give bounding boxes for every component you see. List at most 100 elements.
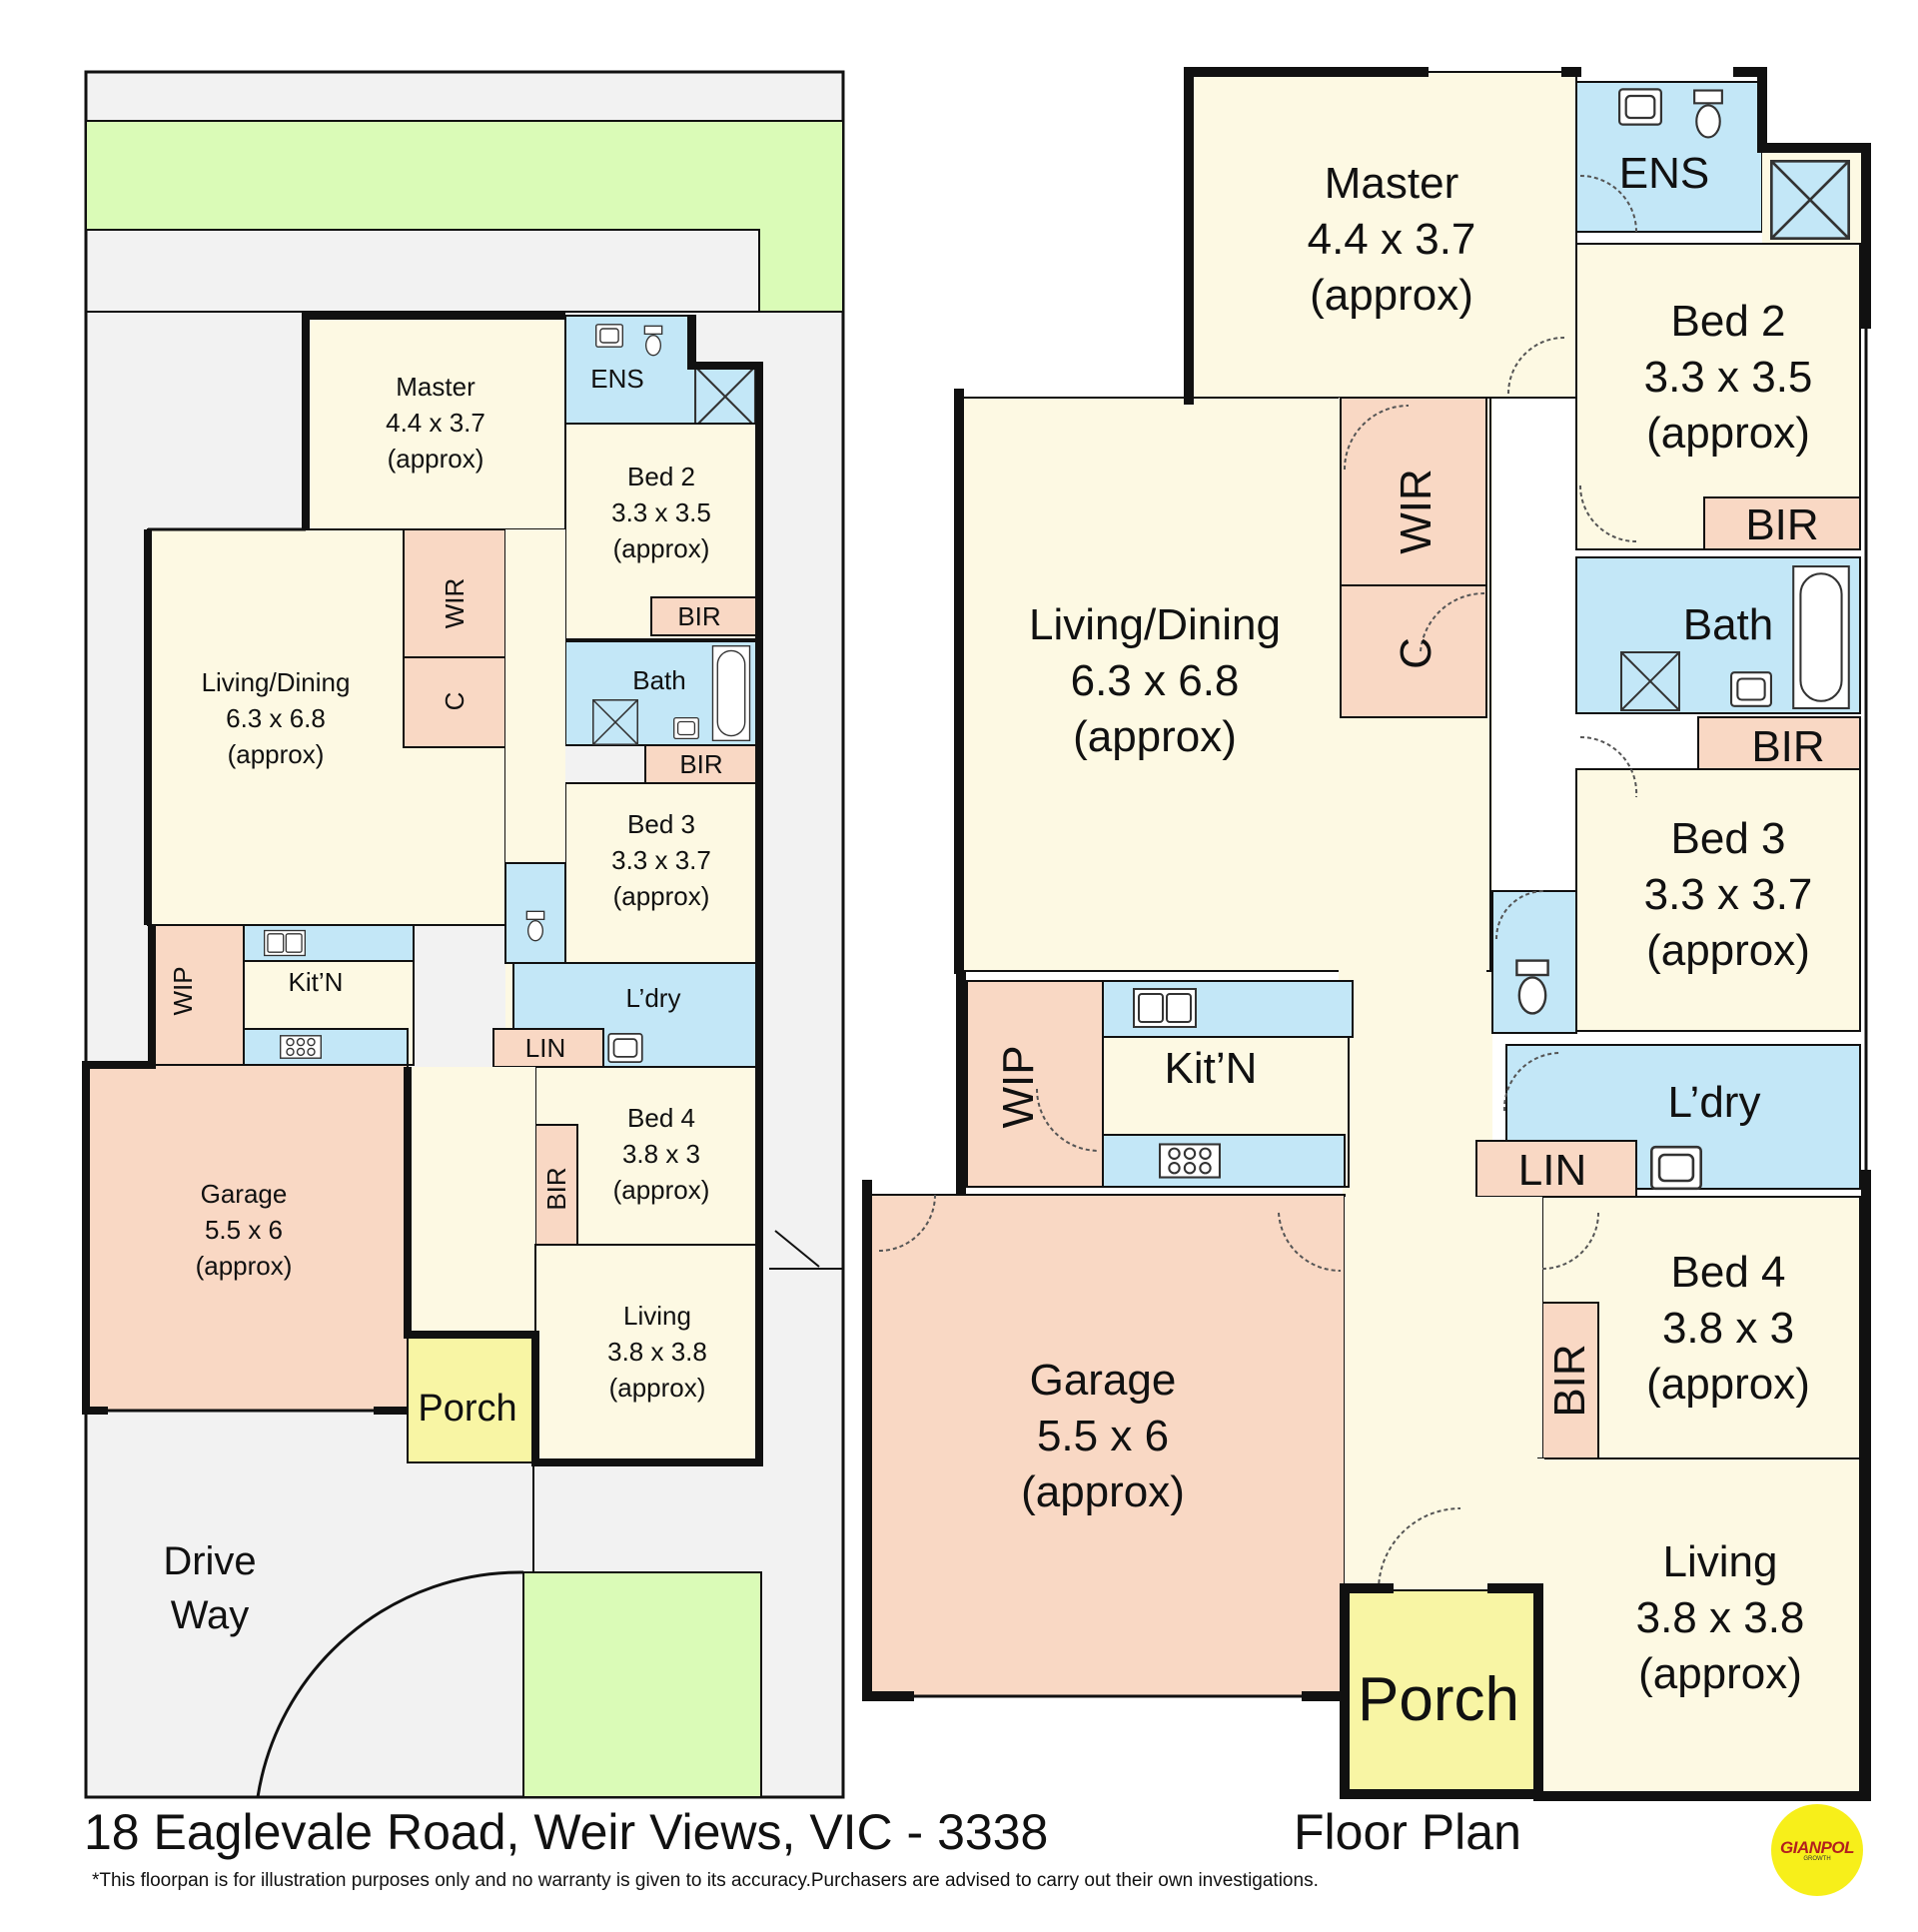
small-living-label: Living 3.8 x 3.8 (approx): [607, 1301, 707, 1403]
svg-text:3.8 x 3: 3.8 x 3: [1662, 1304, 1794, 1353]
closet-label: C: [1392, 637, 1440, 669]
svg-text:Bed 2: Bed 2: [1671, 297, 1786, 346]
small-wip-label: WIP: [168, 966, 198, 1015]
linen-label: LIN: [1518, 1146, 1586, 1195]
logo-name: GIANPOL: [1780, 1838, 1854, 1857]
svg-text:(approx): (approx): [613, 881, 710, 911]
small-bir-label-2: BIR: [679, 749, 722, 779]
svg-text:(approx): (approx): [613, 1175, 710, 1205]
svg-text:3.3 x 3.7: 3.3 x 3.7: [611, 845, 711, 875]
bath-label: Bath: [1683, 600, 1774, 649]
svg-text:Master: Master: [1325, 159, 1458, 208]
living-room: [1537, 1457, 1861, 1795]
master-room: [1188, 71, 1577, 399]
porch-label: Porch: [1358, 1665, 1519, 1734]
wip-room: [966, 980, 1104, 1188]
svg-text:Living/Dining: Living/Dining: [1029, 600, 1281, 649]
small-ens-label: ENS: [590, 364, 643, 394]
svg-text:Drive: Drive: [163, 1539, 256, 1583]
bed3-room: [1575, 768, 1861, 1032]
svg-text:(approx): (approx): [196, 1251, 293, 1281]
svg-text:(approx): (approx): [609, 1373, 706, 1403]
wc-toilet-icon: [1515, 959, 1549, 1015]
small-kitchen-label: Kit’N: [289, 967, 344, 997]
svg-text:Bed 4: Bed 4: [1671, 1248, 1786, 1297]
svg-text:(approx): (approx): [1310, 271, 1473, 320]
drive-way-label: Drive Way: [163, 1539, 256, 1637]
logo-tagline: GROWTH: [1803, 1856, 1831, 1862]
bed4-bir-label: BIR: [1545, 1344, 1594, 1417]
small-bed4-label: Bed 4 3.8 x 3 (approx): [613, 1103, 710, 1205]
garage-label: Garage 5.5 x 6 (approx): [1021, 1356, 1185, 1516]
svg-text:4.4 x 3.7: 4.4 x 3.7: [1308, 215, 1476, 264]
bed3-bir: [1697, 716, 1861, 770]
svg-text:Bed 4: Bed 4: [627, 1103, 695, 1133]
small-bed3-label: Bed 3 3.3 x 3.7 (approx): [611, 809, 711, 911]
agency-logo: GIANPOL GROWTH: [1771, 1804, 1863, 1896]
small-bed2-label: Bed 2 3.3 x 3.5 (approx): [611, 462, 711, 563]
bath-shower-icon: [1621, 652, 1679, 710]
small-garage-label: Garage 5.5 x 6 (approx): [196, 1179, 293, 1281]
bathtub-icon: [1792, 565, 1850, 709]
svg-text:(approx): (approx): [1638, 1649, 1802, 1698]
bed4-bir: [1541, 1302, 1599, 1459]
living-label: Living 3.8 x 3.8 (approx): [1636, 1537, 1805, 1698]
svg-text:Garage: Garage: [201, 1179, 288, 1209]
property-address: 18 Eaglevale Road, Weir Views, VIC - 333…: [84, 1804, 1049, 1860]
svg-text:3.8 x 3.8: 3.8 x 3.8: [607, 1337, 707, 1367]
laundry-label: L’dry: [1668, 1078, 1761, 1127]
svg-text:(approx): (approx): [388, 444, 484, 474]
small-master-label: Master 4.4 x 3.7 (approx): [386, 372, 485, 474]
svg-text:3.8 x 3.8: 3.8 x 3.8: [1636, 1593, 1805, 1642]
svg-text:Living/Dining: Living/Dining: [202, 667, 351, 697]
bath-sink-icon: [1730, 671, 1772, 707]
bed2-label: Bed 2 3.3 x 3.5 (approx): [1644, 297, 1813, 458]
svg-text:5.5 x 6: 5.5 x 6: [205, 1215, 283, 1245]
small-laundry-label: L’dry: [626, 983, 681, 1013]
bed2-bir: [1703, 496, 1861, 550]
disclaimer: *This floorpan is for illustration purpo…: [92, 1870, 1319, 1891]
svg-text:3.3 x 3.7: 3.3 x 3.7: [1644, 870, 1813, 919]
svg-text:Living: Living: [623, 1301, 691, 1331]
small-wir-label: WIR: [440, 578, 470, 629]
bed2-bir-label: BIR: [1745, 500, 1818, 549]
site-plan: Master 4.4 x 3.7 (approx) ENS Bed 2 3.3 …: [82, 70, 845, 1799]
living-dining-label: Living/Dining 6.3 x 6.8 (approx): [1029, 600, 1281, 761]
svg-text:(approx): (approx): [1646, 926, 1810, 975]
small-bir-label-3: BIR: [541, 1167, 571, 1210]
svg-text:3.3 x 3.5: 3.3 x 3.5: [1644, 353, 1813, 402]
small-lin-label: LIN: [525, 1033, 565, 1063]
floor-plan-label: Floor Plan: [1294, 1804, 1521, 1860]
ensuite-sink-icon: [1618, 88, 1662, 126]
svg-text:Bed 3: Bed 3: [1671, 814, 1786, 863]
small-living-dining-label: Living/Dining 6.3 x 6.8 (approx): [202, 667, 351, 769]
kitchen-sink-icon: [1133, 987, 1197, 1029]
wir-room: [1340, 397, 1487, 586]
small-c-label: C: [440, 692, 470, 711]
bed3-label: Bed 3 3.3 x 3.7 (approx): [1644, 814, 1813, 975]
kitchen-cooktop-bench: [1102, 1134, 1346, 1188]
svg-text:Garage: Garage: [1030, 1356, 1177, 1405]
svg-text:6.3 x 6.8: 6.3 x 6.8: [1071, 656, 1240, 705]
ensuite-shower-icon: [1769, 160, 1851, 240]
wc-room: [1491, 890, 1577, 1034]
small-bir-label: BIR: [677, 601, 720, 631]
bed3-bir-label: BIR: [1751, 722, 1824, 771]
svg-text:(approx): (approx): [613, 533, 710, 563]
svg-text:(approx): (approx): [1073, 712, 1237, 761]
svg-text:(approx): (approx): [1646, 409, 1810, 458]
svg-text:(approx): (approx): [1646, 1360, 1810, 1409]
small-bath-label: Bath: [632, 665, 686, 695]
svg-text:5.5 x 6: 5.5 x 6: [1037, 1412, 1169, 1460]
svg-text:3.3 x 3.5: 3.3 x 3.5: [611, 497, 711, 527]
cooktop-icon: [1159, 1143, 1221, 1179]
svg-text:(approx): (approx): [228, 739, 325, 769]
ens-label: ENS: [1619, 149, 1709, 198]
garage-room: [870, 1194, 1346, 1697]
svg-text:Master: Master: [396, 372, 476, 402]
bed4-label: Bed 4 3.8 x 3 (approx): [1646, 1248, 1810, 1409]
svg-text:4.4 x 3.7: 4.4 x 3.7: [386, 408, 485, 438]
kitchen-label: Kit’N: [1165, 1044, 1258, 1093]
svg-text:Bed 3: Bed 3: [627, 809, 695, 839]
small-porch-label: Porch: [418, 1388, 516, 1430]
